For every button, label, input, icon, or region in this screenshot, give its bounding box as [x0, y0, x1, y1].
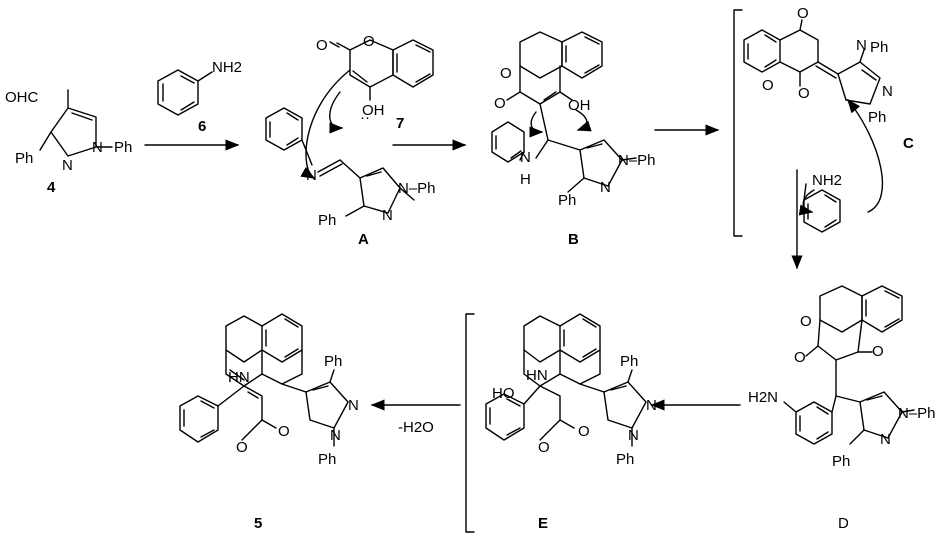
- hydroxyl-label: OH: [568, 97, 591, 114]
- n-label: N: [880, 431, 891, 448]
- ph-label: Ph: [616, 451, 634, 468]
- n-label: N: [382, 207, 393, 224]
- n-label: N: [330, 427, 341, 444]
- n-label: N: [92, 139, 103, 156]
- intermediate-a-structure: O O OH ·· 7 N N N–Ph Ph A: [265, 33, 436, 248]
- hydroxyl-label: HO: [492, 385, 515, 402]
- amine-n-label: N: [520, 149, 531, 166]
- carbonyl-o-label: O: [278, 423, 290, 440]
- compound-label-c: C: [903, 135, 914, 152]
- compound-4-structure: OHC Ph N N Ph 4: [5, 89, 132, 196]
- ph-label: Ph: [318, 451, 336, 468]
- imine-n-label: N: [306, 167, 317, 184]
- n-ph-label: N: [856, 37, 867, 54]
- ring-o-label: O: [236, 439, 248, 456]
- amine-label: HN: [526, 367, 548, 384]
- ring-o-label: O: [800, 313, 812, 330]
- compound-label-4: 4: [47, 179, 56, 196]
- compound-label-b: B: [568, 231, 579, 248]
- ph-label: Ph: [868, 109, 886, 126]
- carbonyl-o-label: O: [797, 5, 809, 22]
- compound-label-a: A: [358, 231, 369, 248]
- amine-label: NH2: [212, 59, 242, 76]
- water-loss-label: -H2O: [398, 419, 434, 436]
- n-ph-label: N–Ph: [898, 405, 936, 422]
- aldehyde-label: OHC: [5, 89, 39, 106]
- amine-h-label: H: [520, 171, 531, 188]
- amine-label: NH2: [812, 172, 842, 189]
- intermediate-d-structure: O O O H2N N N–Ph Ph D: [748, 285, 936, 532]
- ring-o-label: O: [762, 77, 774, 94]
- compound-label-5: 5: [254, 515, 262, 532]
- carbonyl-o-label: O: [578, 423, 590, 440]
- ph-label: Ph: [318, 212, 336, 229]
- carbonyl-o-label: O: [316, 37, 328, 54]
- compound-label-6: 6: [198, 118, 206, 135]
- ph-label: Ph: [832, 453, 850, 470]
- hydroxyl-label: OH: [362, 102, 385, 119]
- ph-label: Ph: [114, 139, 132, 156]
- ph-label: Ph: [15, 150, 33, 167]
- carbonyl-o-label: O: [798, 85, 810, 102]
- ph-label: Ph: [620, 353, 638, 370]
- reagent-6-structure: NH2 6: [157, 59, 242, 135]
- carbonyl-o-label: O: [794, 349, 806, 366]
- n-label: N: [646, 397, 657, 414]
- intermediate-e-structure: HN HO O O Ph N N Ph E: [465, 313, 657, 533]
- n-label: N: [600, 179, 611, 196]
- ring-o-label: O: [500, 65, 512, 82]
- compound-label-7: 7: [396, 115, 404, 132]
- compound-label-e: E: [538, 515, 548, 532]
- lone-pair-dots: ··: [360, 109, 370, 126]
- n-label: N: [628, 427, 639, 444]
- amine-label: H2N: [748, 389, 778, 406]
- n-label: N: [882, 83, 893, 100]
- n-ph-label: N–Ph: [398, 180, 436, 197]
- amine-label: HN: [228, 369, 250, 386]
- intermediate-c-structure: O O O N Ph N Ph C NH2: [733, 5, 914, 237]
- ph-label: Ph: [324, 353, 342, 370]
- n-label: N: [62, 157, 73, 174]
- compound-label-d: D: [838, 515, 849, 532]
- n-ph-label: N–Ph: [618, 152, 656, 169]
- ring-o-label: O: [363, 33, 375, 50]
- intermediate-b-structure: O O OH N H N N–Ph Ph B: [491, 31, 656, 248]
- ring-o-label: O: [538, 439, 550, 456]
- product-5-structure: HN O O Ph N N Ph 5: [179, 313, 359, 532]
- ph-label: Ph: [870, 39, 888, 56]
- n-label: N: [348, 397, 359, 414]
- carbonyl-o-label: O: [494, 95, 506, 112]
- carbonyl-o-label: O: [872, 343, 884, 360]
- ph-label: Ph: [558, 192, 576, 209]
